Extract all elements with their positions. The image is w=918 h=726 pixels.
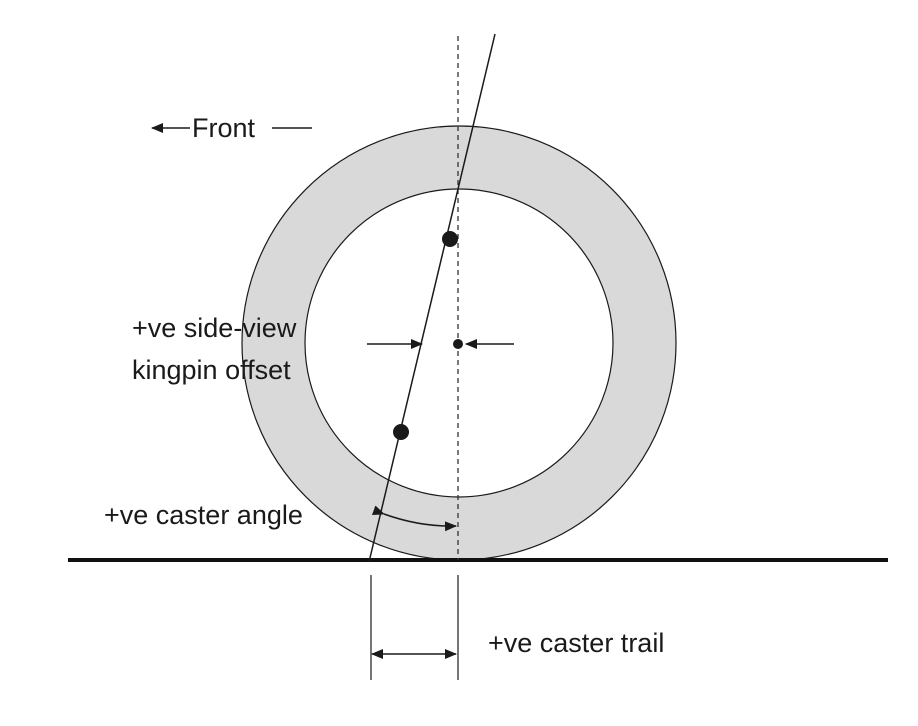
lower-pivot-point	[393, 424, 409, 440]
front-label: Front	[192, 113, 256, 143]
caster-trail-label: +ve caster trail	[488, 628, 664, 658]
upper-pivot-point	[442, 231, 458, 247]
kingpin-offset-label-line1: +ve side-view	[132, 313, 297, 343]
tire-ring	[241, 125, 677, 561]
caster-angle-label: +ve caster angle	[104, 500, 303, 530]
caster-angle-arc	[371, 505, 457, 532]
steering-axis-line	[368, 33, 496, 563]
wheel-center-point	[453, 339, 463, 349]
kingpin-offset-label-line2: kingpin offset	[132, 355, 291, 385]
